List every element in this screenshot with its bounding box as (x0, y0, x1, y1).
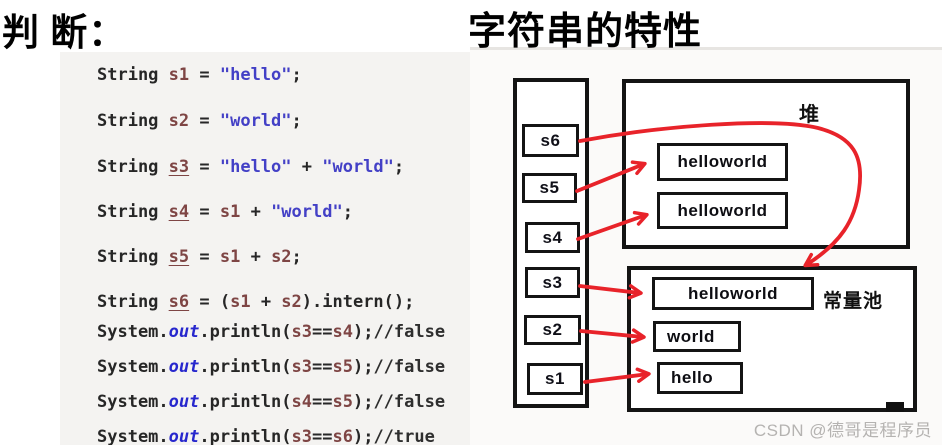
code-token-var: s2 (271, 247, 292, 267)
pool-corner-mark (886, 402, 904, 412)
code-token-plain: ; (393, 157, 405, 177)
code-token-str: "hello" (219, 65, 292, 85)
code-token-plain: == (311, 427, 333, 445)
code-token-plain: = (189, 202, 220, 222)
constant-pool-label: 常量池 (823, 291, 884, 312)
code-token-plain: System. (97, 357, 169, 377)
page-title: 字符串的特性 (468, 11, 703, 53)
code-token-out: out (168, 357, 200, 377)
pool-object-helloworld-1: helloworld (652, 277, 814, 310)
code-token-var: s4 (291, 392, 312, 412)
code-line-6: String s6 = (s1 + s2).intern(); (97, 291, 414, 313)
code-token-plain: ); (352, 392, 374, 412)
code-token-varu: s6 (168, 292, 190, 312)
code-token-out: out (168, 392, 200, 412)
stack-cell-s1: s1 (527, 363, 583, 395)
stack-cell-s5: s5 (522, 173, 577, 203)
code-token-plain: ; (291, 247, 302, 267)
slide-top-edge (470, 47, 942, 50)
code-token-plain: ); (352, 357, 374, 377)
code-token-plain: String (97, 247, 169, 267)
pool-object-world-2: world (653, 321, 741, 352)
code-token-comment: //false (373, 392, 446, 412)
code-token-plain: ; (291, 65, 302, 85)
code-token-var: s5 (332, 392, 353, 412)
stack-cell-s4: s4 (525, 222, 580, 253)
code-token-var: s1 (168, 65, 190, 85)
code-token-var: s1 (219, 202, 241, 222)
code-token-comment: //true (373, 427, 435, 445)
code-line-2: String s2 = "world"; (97, 110, 302, 132)
code-token-plain: ); (352, 427, 374, 445)
code-token-plain: String (97, 292, 169, 312)
code-token-comment: //false (373, 322, 446, 342)
code-token-plain: ; (342, 202, 353, 222)
code-token-var: s6 (332, 427, 353, 445)
code-line-5: String s5 = s1 + s2; (97, 246, 302, 268)
code-token-plain: == (311, 322, 333, 342)
code-token-plain: = ( (189, 292, 231, 312)
code-token-var: s3 (291, 357, 312, 377)
code-token-plain: System. (97, 392, 169, 412)
code-line-3: String s3 = "hello" + "world"; (97, 156, 404, 178)
code-token-varu: s3 (168, 157, 190, 177)
stack-cell-s2: s2 (524, 315, 581, 345)
code-line-8: System.out.println(s3==s5);//false (97, 356, 445, 378)
code-token-str: "hello" (219, 157, 292, 177)
code-token-var: s5 (332, 357, 353, 377)
code-token-plain: = (189, 247, 220, 267)
watermark: CSDN @德哥是程序员 (753, 421, 932, 440)
code-token-var: s3 (291, 322, 312, 342)
code-token-varu: s4 (168, 202, 190, 222)
code-token-plain: String (97, 65, 169, 85)
code-token-out: out (168, 427, 200, 445)
heap-object-helloworld-1: helloworld (657, 143, 788, 181)
code-token-plain: System. (97, 427, 169, 445)
code-token-out: out (168, 322, 200, 342)
code-token-plain: ; (291, 111, 302, 131)
code-line-10: System.out.println(s3==s6);//true (97, 426, 435, 445)
code-token-plain: String (97, 157, 169, 177)
code-token-plain: == (311, 392, 333, 412)
code-token-plain: + (291, 157, 323, 177)
code-token-plain: = (189, 157, 220, 177)
code-line-9: System.out.println(s4==s5);//false (97, 391, 445, 413)
code-line-4: String s4 = s1 + "world"; (97, 201, 353, 223)
code-token-plain: + (240, 247, 272, 267)
code-token-plain: .println( (199, 427, 292, 445)
code-token-comment: //false (373, 357, 446, 377)
code-token-var: s4 (332, 322, 353, 342)
stack-cell-s3: s3 (525, 267, 580, 298)
code-token-plain: ); (352, 322, 374, 342)
code-token-var: s2 (168, 111, 190, 131)
code-token-plain: + (250, 292, 282, 312)
code-token-var: s1 (219, 247, 241, 267)
code-token-var: s3 (291, 427, 312, 445)
code-panel-background (60, 52, 470, 445)
code-token-plain: .println( (199, 357, 292, 377)
code-token-plain: == (311, 357, 333, 377)
heap-label: 堆 (799, 104, 820, 126)
code-token-plain: System. (97, 322, 169, 342)
code-line-1: String s1 = "hello"; (97, 64, 302, 86)
code-token-plain: = (189, 111, 220, 131)
code-line-7: System.out.println(s3==s4);//false (97, 321, 445, 343)
pool-object-hello-3: hello (657, 362, 743, 394)
code-token-plain: .println( (199, 392, 292, 412)
code-token-plain: String (97, 202, 169, 222)
code-token-str: "world" (271, 202, 343, 222)
code-token-plain: + (240, 202, 272, 222)
code-token-varu: s5 (168, 247, 190, 267)
code-token-plain: .println( (199, 322, 292, 342)
code-token-str: "world" (219, 111, 292, 131)
code-token-plain: = (189, 65, 220, 85)
code-token-str: "world" (322, 157, 394, 177)
heap-object-helloworld-2: helloworld (657, 192, 788, 229)
code-token-var: s2 (281, 292, 302, 312)
stack-cell-s6: s6 (522, 124, 579, 157)
code-token-plain: ).intern(); (301, 292, 415, 312)
code-token-plain: String (97, 111, 169, 131)
left-title: 判 断： (2, 13, 127, 54)
code-token-var: s1 (230, 292, 251, 312)
